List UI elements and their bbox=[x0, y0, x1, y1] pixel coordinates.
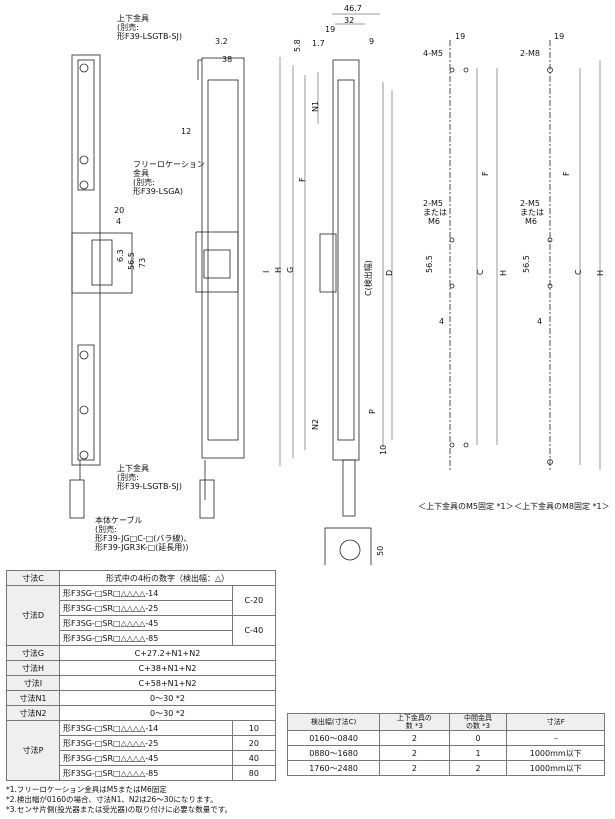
center-free-bracket bbox=[195, 231, 239, 293]
dim-46-7: 46.7 bbox=[344, 4, 362, 13]
m5-56-5: 56.5 bbox=[425, 255, 434, 273]
upper-bracket-label-bottom: 上下金具(別売:形F39-LSGTB-SJ) bbox=[117, 464, 182, 491]
dim-56-5: 56.5 bbox=[127, 252, 136, 270]
dim-3-2: 3.2 bbox=[215, 37, 228, 46]
dim-10: 10 bbox=[379, 444, 388, 455]
footnote-1: *1.フリーロケーション金具はM5またはM6固定 bbox=[6, 785, 167, 794]
m8-c: C bbox=[574, 269, 583, 275]
technical-drawing bbox=[69, 13, 601, 575]
m8-m6: M6 bbox=[525, 217, 537, 226]
dim-1-7: 1.7 bbox=[312, 39, 325, 48]
bracket-count-table: 検出幅(寸法C) 上下金具の 数 *3 中間金具 の数 *3 寸法F 0160～… bbox=[286, 713, 605, 776]
table-header-row: 検出幅(寸法C) 上下金具の 数 *3 中間金具 の数 *3 寸法F bbox=[286, 713, 605, 731]
m8-2m5: 2-M5 bbox=[520, 199, 540, 208]
m5-h: H bbox=[499, 269, 508, 276]
m8-or: または bbox=[520, 208, 544, 217]
dim-p: P bbox=[368, 409, 377, 414]
m8-2m8: 2-M8 bbox=[520, 49, 540, 58]
upper-bracket-label-top: 上下金具(別売:形F39-LSGTB-SJ) bbox=[117, 14, 182, 41]
front-view-body bbox=[332, 59, 360, 461]
view-m5-caption: ＜上下金具のM5固定 *1＞ bbox=[418, 502, 514, 511]
m5-or: または bbox=[423, 208, 447, 217]
footnotes: *1.フリーロケーション金具はM5またはM6固定 *2.検出幅が0160の場合、… bbox=[6, 785, 232, 815]
table-row: 寸法C 形式中の4桁の数字（検出幅：△） bbox=[6, 570, 276, 586]
m5-19: 19 bbox=[455, 32, 466, 41]
dim-5-8: 5.8 bbox=[293, 39, 302, 52]
dim-g: G bbox=[286, 266, 295, 273]
m8-4: 4 bbox=[537, 317, 543, 326]
dim-6-3: 6.3 bbox=[116, 249, 125, 262]
free-location-label: フリーロケーション金具(別売:形F39-LSGA) bbox=[133, 160, 205, 196]
table-row: 寸法D 形F3SG-□SR□△△△△-14 C-20 bbox=[6, 585, 277, 646]
m5-4m5: 4-M5 bbox=[423, 49, 443, 58]
m8-f: F bbox=[562, 171, 571, 176]
dim-38: 38 bbox=[222, 55, 233, 64]
side-view-body bbox=[201, 57, 245, 459]
cable-label: 本体ケーブル(別売:形F39-JG□C-□(バラ線)、形F39-JGR3K-□(… bbox=[95, 516, 192, 552]
dim-i: I bbox=[262, 270, 271, 273]
dim-50: 50 bbox=[376, 545, 385, 556]
m8-19: 19 bbox=[554, 32, 565, 41]
dim-4: 4 bbox=[116, 217, 122, 226]
m8-56-5: 56.5 bbox=[522, 255, 531, 273]
dim-h: H bbox=[274, 266, 283, 273]
footnote-2: *2.検出幅が0160の場合、寸法N1、N2は26～30になります。 bbox=[6, 795, 218, 804]
m8-h: H bbox=[596, 269, 605, 276]
dim-c-detect: C(検出幅) bbox=[364, 260, 373, 296]
left-bracket-rail bbox=[71, 54, 101, 466]
m5-f: F bbox=[481, 171, 490, 176]
m5-m6: M6 bbox=[428, 217, 440, 226]
dim-f: F bbox=[298, 177, 307, 182]
m5-c: C bbox=[476, 269, 485, 275]
dimension-table: 寸法C 形式中の4桁の数字（検出幅：△） 寸法D 形F3SG-□SR□△△△△-… bbox=[6, 570, 277, 781]
dim-73: 73 bbox=[138, 257, 147, 268]
dim-19: 19 bbox=[325, 25, 336, 34]
dim-d: D bbox=[385, 269, 394, 276]
m5-4b: 4 bbox=[439, 317, 445, 326]
dim-9: 9 bbox=[369, 37, 375, 46]
m5-2m5: 2-M5 bbox=[423, 199, 443, 208]
footnote-3: *3.センサ片側(投光器または受光器)の取り付けに必要な数量です。 bbox=[6, 805, 233, 814]
drawing-lines bbox=[69, 13, 601, 575]
view-m8-caption: ＜上下金具のM8固定 *1＞ bbox=[514, 502, 610, 511]
left-free-bracket bbox=[71, 232, 133, 294]
dim-n1: N1 bbox=[311, 100, 320, 112]
dim-12: 12 bbox=[181, 127, 192, 136]
dim-20: 20 bbox=[114, 206, 125, 215]
table-row: 形F3SG-□SR□△△△△-45 C-40 bbox=[7, 615, 277, 646]
dim-n2: N2 bbox=[311, 418, 320, 430]
dim-32: 32 bbox=[344, 16, 355, 25]
